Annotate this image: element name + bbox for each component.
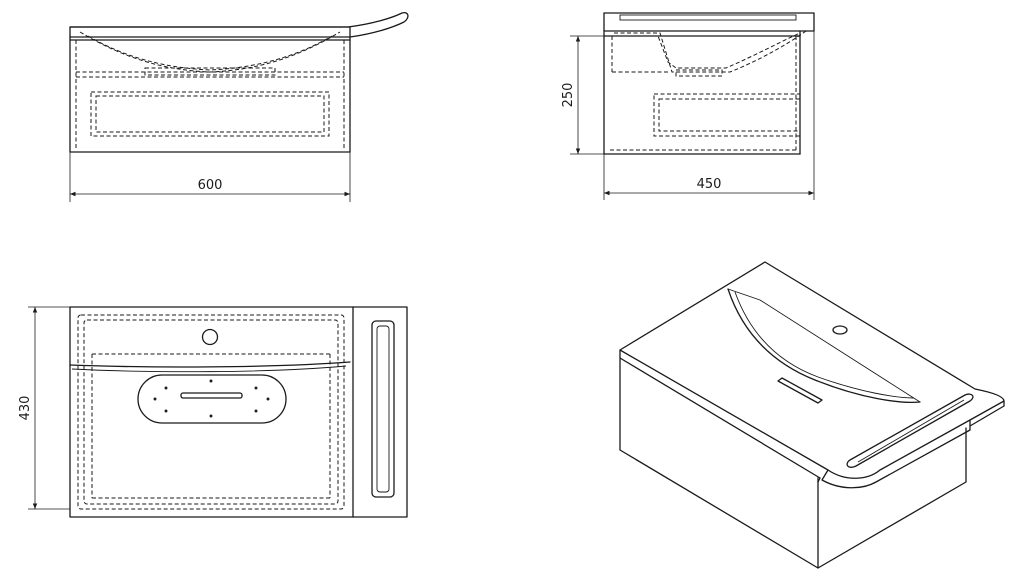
top-view: 430 <box>18 306 408 518</box>
iso-drain-slot <box>777 377 823 404</box>
depth-dimension-label: 450 <box>697 177 722 192</box>
top-towel-slot <box>371 320 395 498</box>
height-dimension-label: 250 <box>561 83 576 108</box>
iso-tap-hole <box>832 325 848 335</box>
front-countertop <box>69 12 409 38</box>
width-dimension-label: 600 <box>198 178 223 193</box>
isometric-view <box>619 261 1005 569</box>
iso-towel-slot <box>846 393 974 468</box>
iso-cabinet-front <box>619 357 819 569</box>
basin-depth-dimension-label: 430 <box>18 396 33 421</box>
top-drain-slot <box>180 392 243 399</box>
top-tap-hole <box>201 328 219 346</box>
front-view: 600 <box>69 12 409 202</box>
front-cabinet-outline <box>69 26 351 153</box>
side-countertop <box>603 12 815 32</box>
side-basin-hidden <box>614 30 807 73</box>
top-drain-cover <box>137 374 287 424</box>
iso-countertop <box>619 261 1005 479</box>
iso-cabinet-side <box>817 427 967 569</box>
iso-basin-edge <box>727 288 921 403</box>
top-outline <box>69 306 408 518</box>
side-view: 250 450 <box>561 12 815 200</box>
front-basin-hidden <box>79 31 341 73</box>
